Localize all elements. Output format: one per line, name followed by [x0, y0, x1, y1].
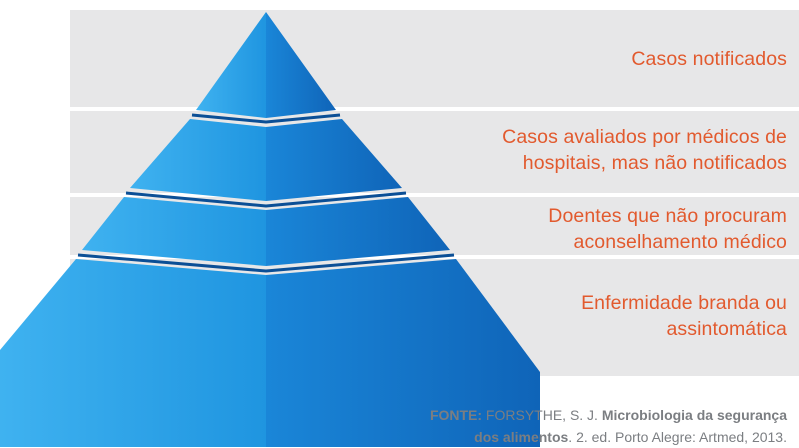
level-label-line: Enfermidade branda ou [581, 292, 787, 314]
source-citation: FONTE: FORSYTHE, S. J. Microbiologia da … [430, 404, 787, 448]
pyramid [0, 12, 540, 447]
label-panel-1 [70, 10, 799, 107]
pyramid-level-4 [0, 259, 540, 447]
level-label-line: aconselhamento médico [573, 231, 787, 253]
source-author: FORSYTHE, S. J. [482, 407, 602, 423]
level-label-doentes: Doentes que não procuram aconselhamento … [548, 203, 787, 255]
level-label-casos-avaliados: Casos avaliados por médicos de hospitais… [502, 124, 787, 176]
level-label-line: Doentes que não procuram [548, 205, 787, 227]
pyramid-level-1 [196, 12, 336, 118]
source-label: FONTE: [429, 407, 483, 423]
level-label-line: Casos notificados [631, 48, 787, 70]
pyramid-level-2 [130, 119, 402, 201]
pyramid-separators [77, 113, 455, 273]
source-title-cont: dos alimentos [474, 429, 569, 445]
source-line-1: FONTE: FORSYTHE, S. J. Microbiologia da … [430, 404, 787, 426]
source-line-2: dos alimentos. 2. ed. Porto Alegre: Artm… [430, 426, 787, 448]
level-label-line: hospitais, mas não notificados [522, 152, 787, 174]
level-label-casos-notificados: Casos notificados [631, 46, 787, 72]
level-label-line: Casos avaliados por médicos de [502, 126, 787, 148]
source-title: Microbiologia da segurança [601, 407, 787, 423]
level-label-line: assintomática [666, 318, 787, 340]
pyramid-level-3 [82, 197, 450, 266]
source-details: . 2. ed. Porto Alegre: Artmed, 2013. [568, 429, 787, 445]
level-label-enfermidade: Enfermidade branda ou assintomática [581, 290, 787, 342]
